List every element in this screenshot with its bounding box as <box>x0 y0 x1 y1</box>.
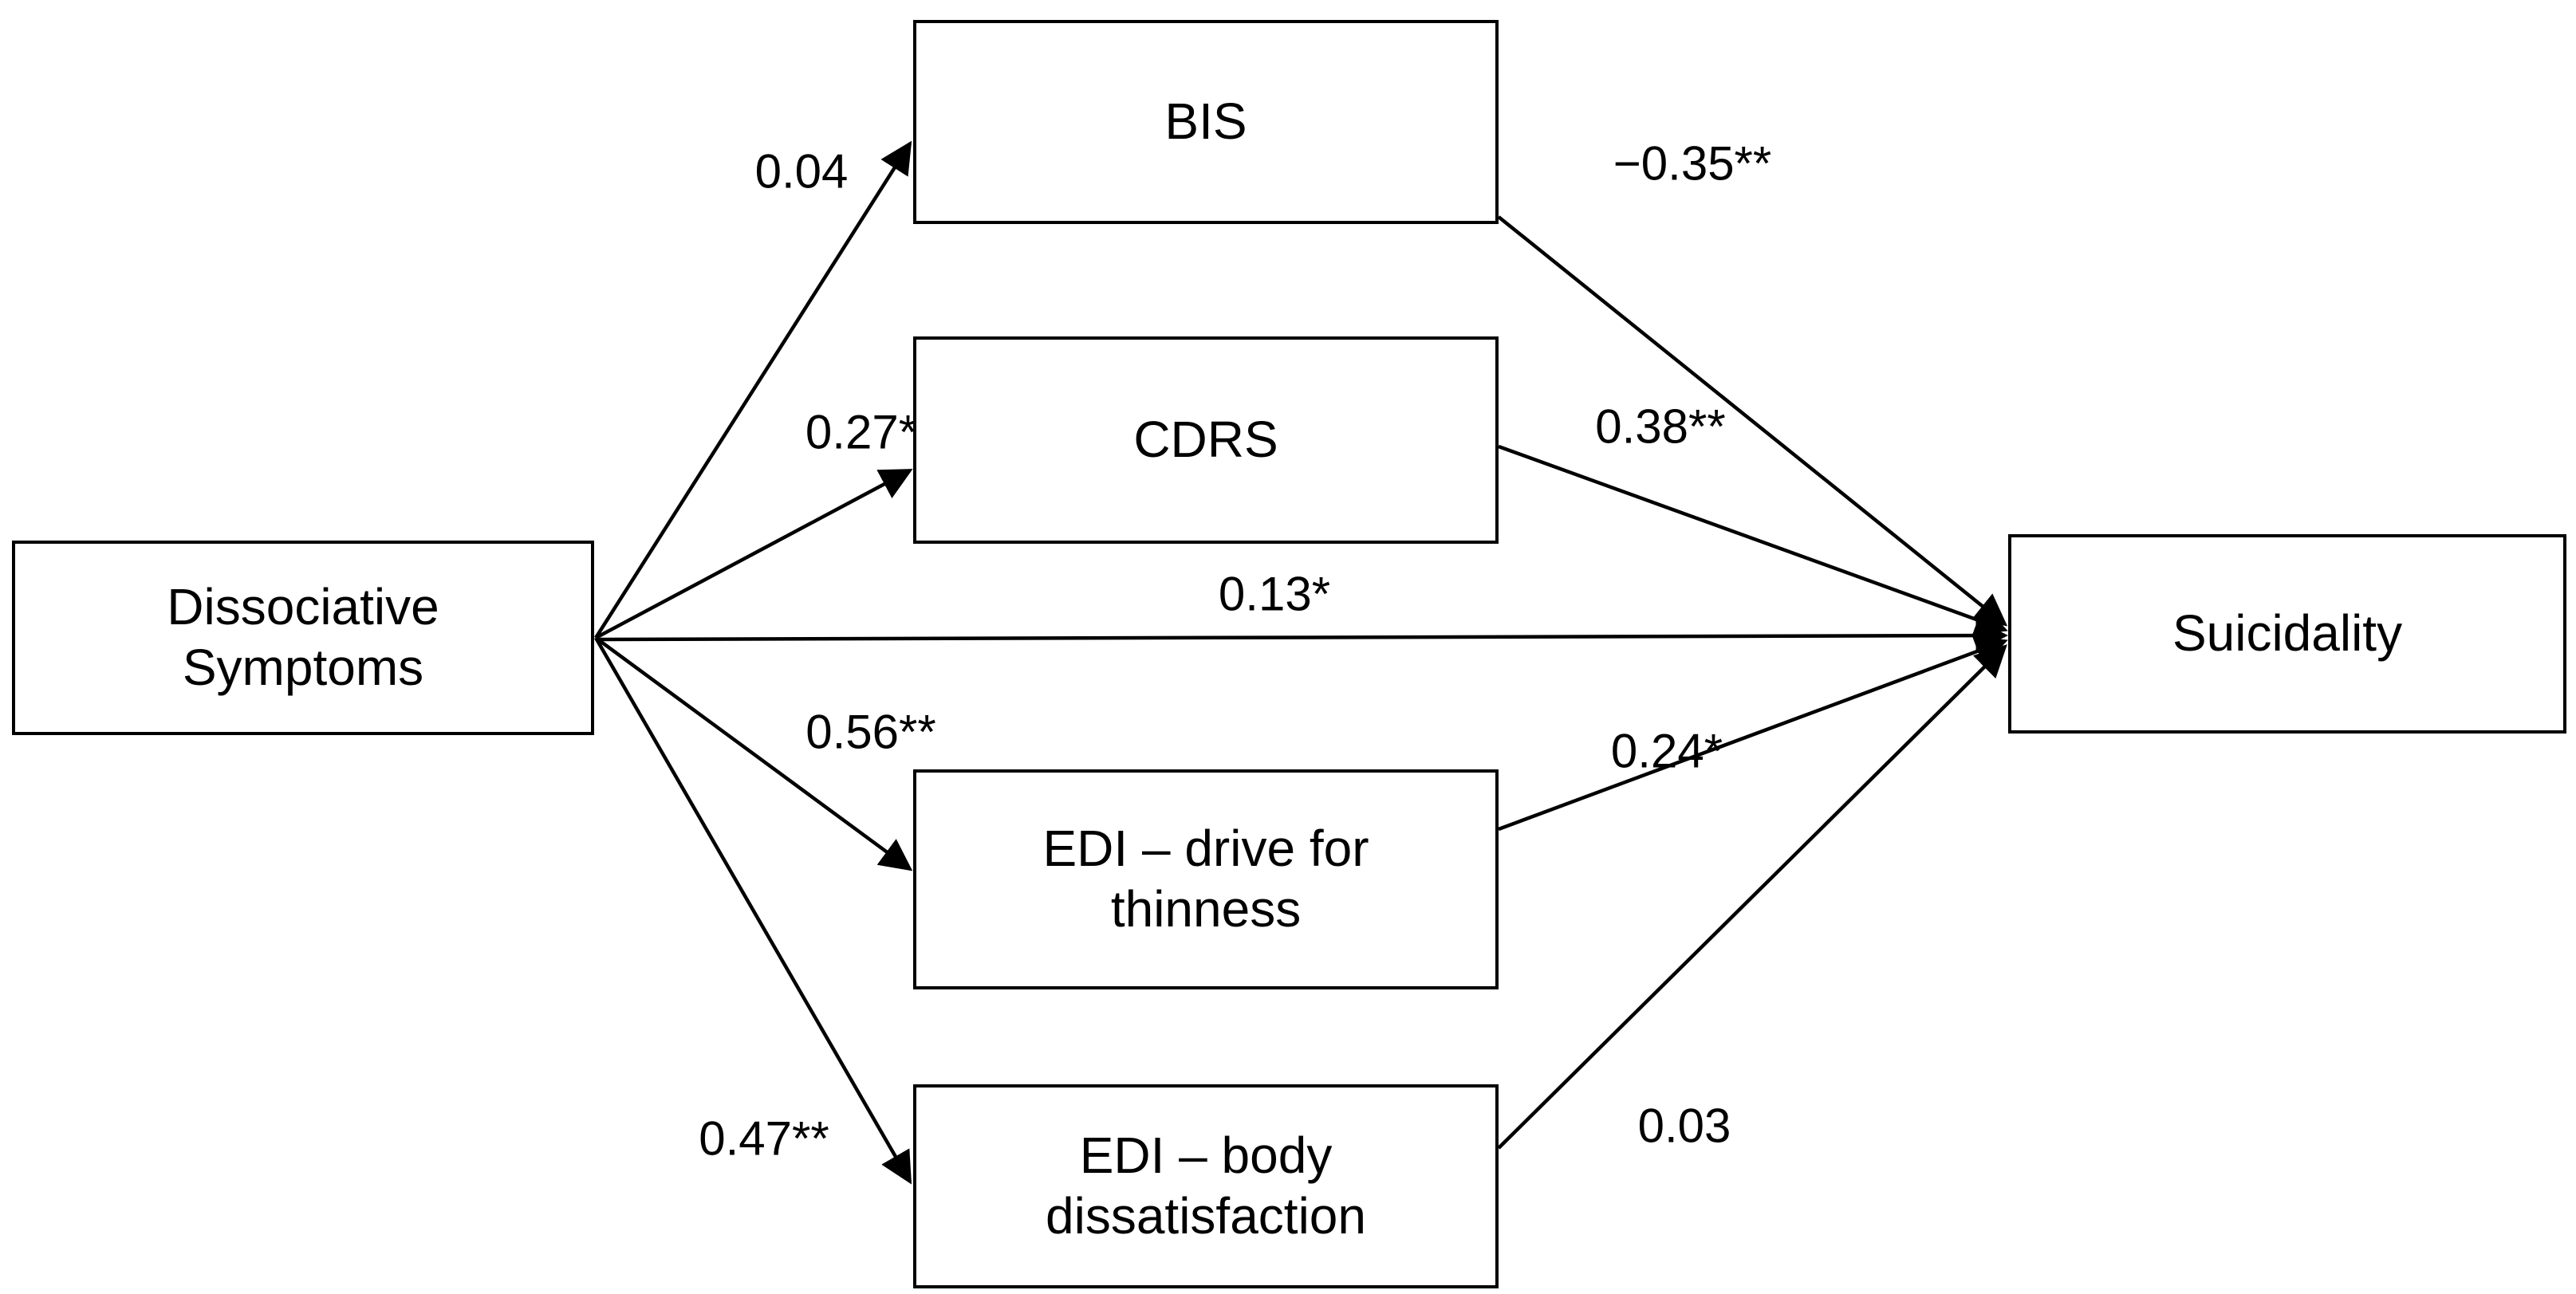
coef-a-edi-drive: 0.56** <box>805 705 936 759</box>
node-cdrs-label: CDRS <box>1133 411 1278 469</box>
node-cdrs: CDRS <box>913 336 1499 544</box>
node-suicidality-label: Suicidality <box>2172 604 2403 663</box>
node-dissociative-symptoms-label: Dissociative Symptoms <box>167 578 439 696</box>
coef-a-cdrs: 0.27* <box>805 405 918 459</box>
node-edi-drive-for-thinness: EDI – drive for thinness <box>913 769 1499 989</box>
arrow-predictor-to-edi-body <box>594 636 912 1185</box>
coef-b-edi-drive: 0.24* <box>1610 724 1723 778</box>
node-edi-drive-for-thinness-label: EDI – drive for thinness <box>1042 820 1369 938</box>
arrow-bis-to-outcome <box>1497 215 2008 627</box>
arrow-edi-drive-to-outcome <box>1498 635 2008 832</box>
arrow-predictor-to-outcome <box>595 619 2009 652</box>
node-bis-label: BIS <box>1164 92 1247 151</box>
arrow-predictor-to-cdrs <box>594 469 913 639</box>
node-edi-body-dissatisfaction: EDI – body dissatisfaction <box>913 1084 1499 1288</box>
arrow-predictor-to-edi-drive <box>594 636 913 871</box>
coef-b-edi-body: 0.03 <box>1637 1099 1731 1153</box>
arrow-edi-body-to-outcome <box>1497 644 2007 1150</box>
arrow-cdrs-to-outcome <box>1498 444 2008 635</box>
coef-b-bis: −0.35** <box>1613 136 1772 191</box>
arrow-predictor-to-bis <box>594 140 912 639</box>
coef-a-edi-body: 0.47** <box>699 1111 829 1166</box>
node-suicidality: Suicidality <box>2008 534 2566 734</box>
coef-direct-path: 0.13* <box>1218 567 1331 621</box>
node-dissociative-symptoms: Dissociative Symptoms <box>12 541 594 735</box>
coef-b-cdrs: 0.38** <box>1595 399 1726 454</box>
node-bis: BIS <box>913 20 1499 224</box>
coef-a-bis: 0.04 <box>754 144 849 199</box>
node-edi-body-dissatisfaction-label: EDI – body dissatisfaction <box>1046 1127 1366 1245</box>
